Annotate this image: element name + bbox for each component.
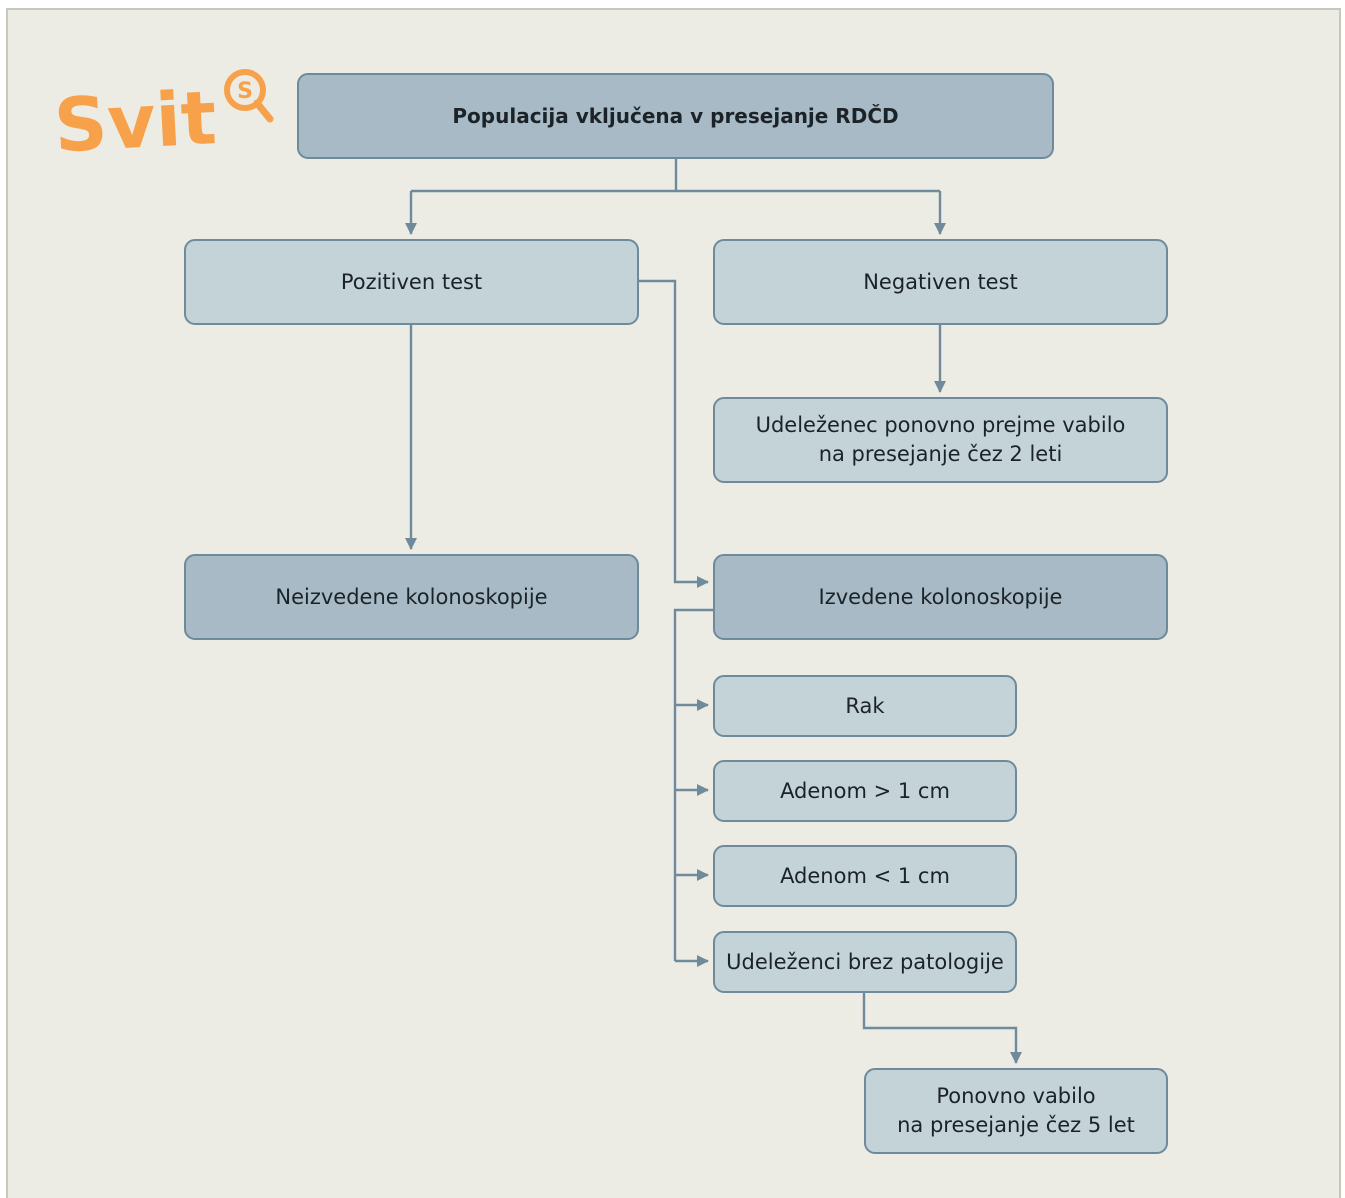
node-cancer: Rak	[713, 675, 1017, 737]
node-negative-test: Negativen test	[713, 239, 1168, 325]
svit-logo: Svit S	[52, 60, 277, 169]
arrow-no-pathology-to-reinvite	[862, 992, 1022, 1064]
node-positive-test: Pozitiven test	[184, 239, 639, 325]
node-not-performed-colonoscopies: Neizvedene kolonoskopije	[184, 554, 639, 640]
node-adenoma-large: Adenom > 1 cm	[713, 760, 1017, 822]
magnifier-icon: S	[224, 69, 274, 123]
logo-text: Svit	[52, 75, 219, 165]
connector-performed-trunk	[673, 608, 713, 961]
node-root: Populacija vključena v presejanje RDČD	[297, 73, 1054, 159]
node-adenoma-small: Adenom < 1 cm	[713, 845, 1017, 907]
node-reinvite-2-years: Udeleženec ponovno prejme vabilo na pres…	[713, 397, 1168, 483]
node-no-pathology: Udeleženci brez patologije	[713, 931, 1017, 993]
svg-text:S: S	[237, 79, 253, 104]
node-performed-colonoscopies: Izvedene kolonoskopije	[713, 554, 1168, 640]
connector-root-branch	[411, 158, 940, 193]
arrow-positive-to-performed	[638, 279, 709, 588]
node-reinvite-5-years: Ponovno vabilo na presejanje čez 5 let	[864, 1068, 1168, 1154]
